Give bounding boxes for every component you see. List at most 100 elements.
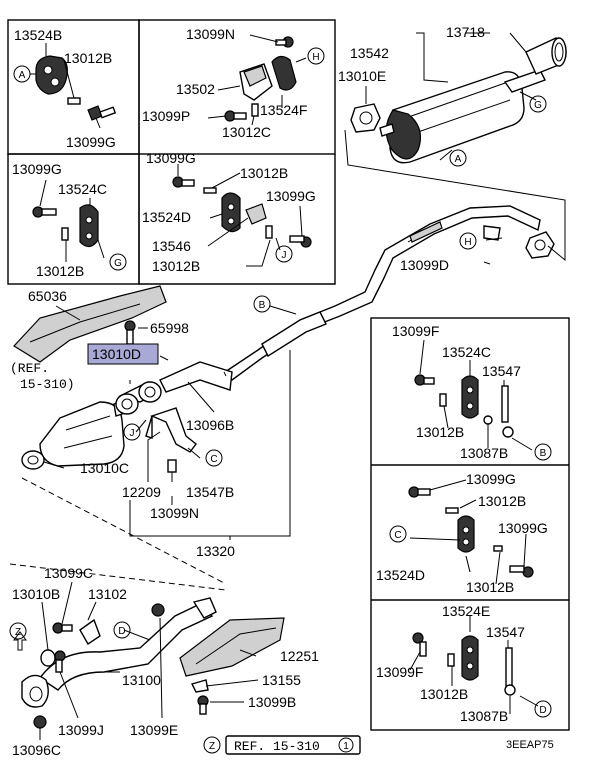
callout-b-center: B xyxy=(259,300,266,311)
callout-b-right: B xyxy=(540,448,547,459)
callout-c-right: C xyxy=(394,530,401,541)
label-13524c-b: 13524C xyxy=(442,344,491,360)
center-pipe xyxy=(223,205,555,381)
label-65998: 65998 xyxy=(150,320,189,336)
label-13099f-d: 13099F xyxy=(376,664,423,680)
pin-13012b-b xyxy=(439,393,447,407)
bolt-13099g-j1 xyxy=(172,176,195,188)
label-13102: 13102 xyxy=(88,586,127,602)
label-13012c: 13012C xyxy=(222,124,271,140)
pin-13012b-a xyxy=(67,97,81,105)
diagram-code: 3EEAP75 xyxy=(506,739,554,751)
label-13012b-c1: 13012B xyxy=(478,493,526,509)
label-13010e: 13010E xyxy=(338,68,386,84)
gasket-13010d xyxy=(115,381,162,415)
label-13099d: 13099D xyxy=(400,257,449,273)
label-13099n-cat: 13099N xyxy=(150,505,199,521)
label-13320: 13320 xyxy=(196,543,235,559)
callout-c-cat: C xyxy=(210,454,217,465)
label-13012b-d: 13012B xyxy=(420,686,468,702)
label-13542: 13542 xyxy=(350,45,389,61)
label-13099g-c1: 13099G xyxy=(466,471,516,487)
label-13099f-b: 13099F xyxy=(392,323,439,339)
callout-1-ref: 1 xyxy=(343,741,349,752)
ref-box-15-310 xyxy=(225,735,361,755)
leader-lines xyxy=(9,32,566,740)
label-13012b-c2: 13012B xyxy=(466,579,514,595)
bolt-13099c xyxy=(52,622,73,634)
pin-13012b-d xyxy=(447,653,455,667)
hanger-13524d-j xyxy=(221,192,241,233)
label-13524d-c: 13524D xyxy=(376,567,425,583)
bolt-13099f-d xyxy=(412,632,427,657)
callout-j-cat: J xyxy=(130,428,135,439)
callout-h-center: H xyxy=(464,237,471,248)
bolt-13099e xyxy=(151,603,165,617)
label-13155: 13155 xyxy=(262,672,301,688)
bolt-13099j xyxy=(54,650,66,673)
hanger-13524f xyxy=(271,55,297,91)
nut-13096c xyxy=(33,715,47,729)
front-pipe-cat xyxy=(39,361,233,467)
bracket-13102 xyxy=(79,618,101,645)
label-13099e: 13099E xyxy=(130,722,178,738)
label-13099j: 13099J xyxy=(58,722,104,738)
bolt-13547-b xyxy=(501,385,509,423)
label-13012b-j2: 13012B xyxy=(152,258,200,274)
callout-letters: A G H B J C D Z A G H J B C Z 1 D xyxy=(15,52,547,752)
muffler-gasket-13010e xyxy=(350,103,381,133)
gasket-13010b xyxy=(40,649,56,667)
panel-h-frame xyxy=(138,19,336,155)
pin-13012b-c1 xyxy=(445,507,459,514)
label-12209: 12209 xyxy=(122,484,161,500)
callout-circles xyxy=(9,47,552,754)
label-13099p: 13099P xyxy=(142,108,190,124)
nut-13087b-b xyxy=(483,415,514,438)
label-13718: 13718 xyxy=(446,24,485,40)
callout-g-muffler: G xyxy=(534,100,542,111)
label-13547-d: 13547 xyxy=(486,624,525,640)
hanger-13524e-d xyxy=(461,635,479,681)
pin-13012b-c2 xyxy=(493,545,503,552)
pin-13012b-j2 xyxy=(265,225,273,239)
bolt-13099g-c2 xyxy=(509,565,534,578)
part-labels: 13524B 13012B 13099G 13099N 13502 13099P… xyxy=(12,24,548,758)
label-13547-b: 13547 xyxy=(482,363,521,379)
label-13010d: 13010D xyxy=(92,346,141,362)
label-13099c: 13099C xyxy=(44,565,93,581)
highlight-box-13010d xyxy=(87,343,159,365)
callout-a-panel: A xyxy=(19,70,26,81)
callout-d-lower: D xyxy=(118,626,125,637)
label-13546: 13546 xyxy=(152,238,191,254)
pin-13012b-g xyxy=(61,227,69,241)
pin-13012b-j1 xyxy=(203,187,217,194)
callout-z-ref: Z xyxy=(209,741,215,752)
bolt-13099p xyxy=(224,110,247,122)
panel-j-frame xyxy=(138,154,336,285)
damper-13546 xyxy=(245,203,267,225)
nut-13547b xyxy=(167,459,177,473)
label-65036: 65036 xyxy=(28,288,67,304)
callout-z-lower: Z xyxy=(15,627,21,638)
label-13012b-a: 13012B xyxy=(64,50,112,66)
label-13099g-j2: 13099G xyxy=(266,188,316,204)
label-13087b-b: 13087B xyxy=(460,445,508,461)
label-13099g-c2: 13099G xyxy=(498,520,548,536)
ref-note-line1: (REF. xyxy=(10,361,49,376)
label-13096c: 13096C xyxy=(12,742,61,758)
bracket-13502 xyxy=(239,63,273,101)
label-13099g-g: 13099G xyxy=(12,161,62,177)
bolt-13099g-g xyxy=(32,206,57,218)
callout-g-panel: G xyxy=(114,258,122,269)
bolt-13099b xyxy=(197,695,209,715)
bolt-13099g-c1 xyxy=(408,486,431,498)
hanger-13524b xyxy=(35,55,68,95)
label-13012b-b: 13012B xyxy=(416,424,464,440)
label-13099g-a: 13099G xyxy=(66,134,116,150)
pin-13012c xyxy=(251,103,259,117)
label-13010c: 13010C xyxy=(80,460,129,476)
hanger-13524d-c xyxy=(457,515,475,553)
callout-h-panel: H xyxy=(312,52,319,63)
bolt-13099n-top xyxy=(275,36,294,48)
label-13012b-j1: 13012B xyxy=(240,165,288,181)
